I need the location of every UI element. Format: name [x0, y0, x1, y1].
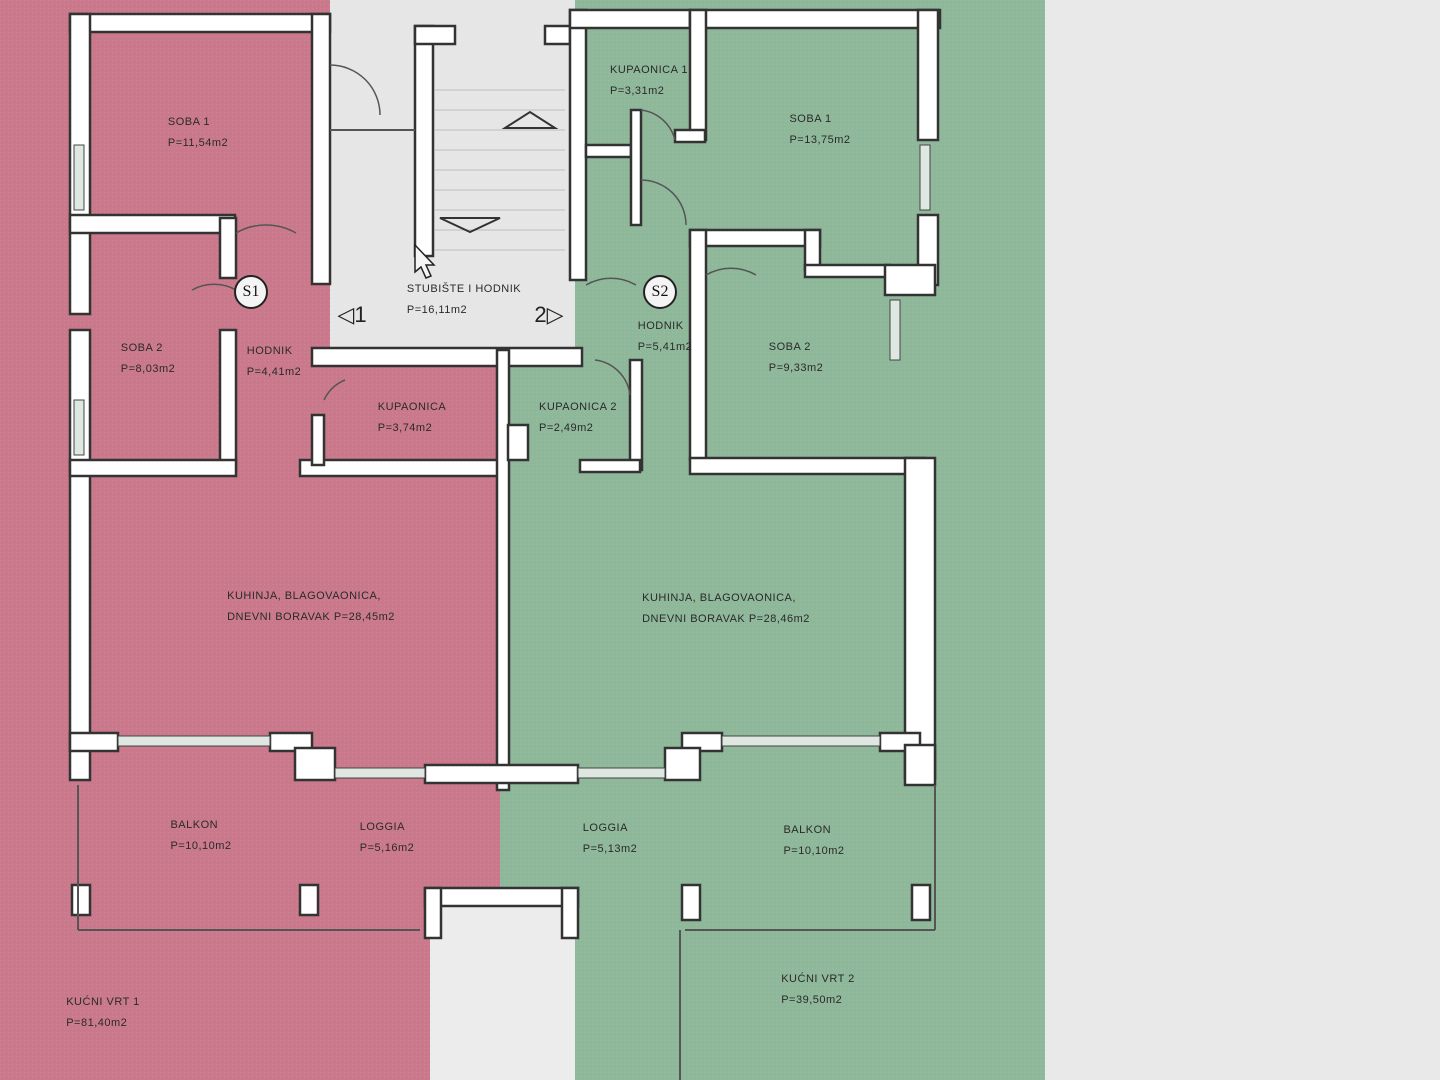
room-label-apt1-vrt: KUĆNI VRT 1 P=81,40m2 — [66, 996, 140, 1029]
grain-overlay — [0, 0, 1045, 1080]
room-label-apt1-balkon: BALKON P=10,10m2 — [170, 819, 232, 852]
entrance-1-arrow: ◁1 — [337, 302, 367, 327]
stair-treads — [435, 89, 565, 251]
paper-margin — [1045, 0, 1440, 1080]
room-label-apt2-soba2: SOBA 2 P=9,33m2 — [768, 341, 824, 374]
room-label-apt2-kupaonica1: KUPAONICA 1 P=3,31m2 — [609, 64, 689, 97]
room-label-apt2-kupaonica2: KUPAONICA 2 P=2,49m2 — [538, 401, 618, 434]
room-label-apt1-loggia: LOGGIA P=5,16m2 — [359, 821, 415, 854]
stair-arrow-down — [439, 217, 501, 234]
stair-arrow-up — [501, 110, 559, 129]
room-label-apt2-vrt: KUĆNI VRT 2 P=39,50m2 — [781, 973, 855, 1006]
room-label-stubiste: STUBIŠTE I HODNIK P=16,11m2 — [406, 283, 522, 316]
entrance-2-arrow: 2▷ — [534, 302, 564, 327]
room-label-apt1-kuhinja: KUHINJA, BLAGOVAONICA, DNEVNI BORAVAK P=… — [227, 590, 395, 623]
room-label-apt2-balkon: BALKON P=10,10m2 — [783, 824, 845, 857]
glazing — [73, 144, 931, 779]
balcony-outlines — [77, 129, 936, 1080]
apartment-marker-s1: S1 — [234, 275, 268, 309]
room-label-apt2-loggia: LOGGIA P=5,13m2 — [582, 822, 638, 855]
door-swings — [191, 64, 757, 401]
room-label-apt2-kuhinja: KUHINJA, BLAGOVAONICA, DNEVNI BORAVAK P=… — [642, 592, 810, 625]
room-label-apt1-soba2: SOBA 2 P=8,03m2 — [120, 342, 176, 375]
room-label-apt2-hodnik: HODNIK P=5,41m2 — [637, 320, 693, 353]
cursor-icon — [414, 243, 436, 279]
room-label-apt1-hodnik: HODNIK P=4,41m2 — [246, 345, 302, 378]
walls — [68, 8, 942, 940]
room-label-apt1-soba1: SOBA 1 P=11,54m2 — [167, 116, 229, 149]
apartment-marker-s2: S2 — [643, 275, 677, 309]
room-label-apt2-soba1: SOBA 1 P=13,75m2 — [789, 113, 851, 146]
room-label-apt1-kupaonica: KUPAONICA P=3,74m2 — [377, 401, 447, 434]
